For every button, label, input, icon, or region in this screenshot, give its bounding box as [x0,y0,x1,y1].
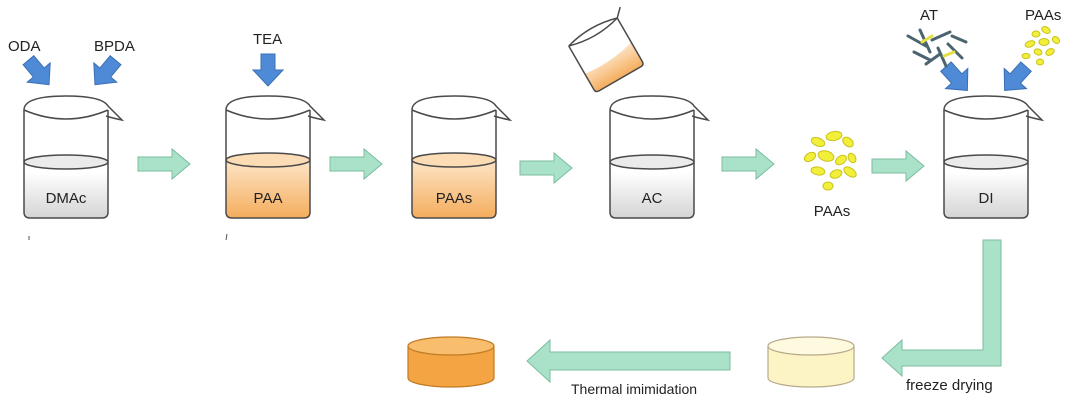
beaker-di: DI [943,95,1045,219]
reagent-arrow-bpda [83,50,128,95]
step-label-thermal-imidization: Thermal imimidation [571,381,697,397]
beaker-paa: PAA [225,95,327,219]
reagent-arrow-oda [16,50,61,95]
paas-particles-top [1021,26,1061,66]
beaker-label-di: DI [979,190,994,207]
reagent-arrow-paas [992,56,1038,101]
reagent-arrow-tea [252,53,284,87]
beaker-label-ac: AC [642,190,663,207]
process-arrow-2 [329,148,383,180]
process-arrow-4 [721,148,775,180]
reagent-label-at: AT [920,7,938,24]
beaker-dmac: DMAc [23,95,125,219]
reagent-label-paas-top: PAAs [1025,7,1061,24]
at-fibers [906,28,968,68]
beaker-label-paas: PAAs [436,190,472,207]
process-arrow-thermal-imidization [526,338,731,384]
reagent-arrow-at [934,56,980,101]
pouring-beaker [568,6,644,93]
paas-particles-label: PAAs [814,203,850,220]
reagent-label-tea: TEA [253,31,282,48]
beaker-label-paa: PAA [254,190,283,207]
process-arrow-1 [137,148,191,180]
process-arrow-3 [519,152,573,184]
step-label-freeze-drying: freeze drying [906,377,993,394]
reagent-label-bpda: BPDA [94,38,135,55]
aerogel-cylinder-dried [767,336,855,388]
paas-particles [803,130,857,191]
beaker-ac: AC [609,95,711,219]
reagent-label-oda: ODA [8,38,41,55]
aerogel-cylinder-final [407,336,495,388]
beaker-label-dmac: DMAc [46,190,87,207]
beaker-paas: PAAs [411,95,513,219]
stray-mark-2 [225,233,228,241]
process-arrow-freeze-drying [881,239,1002,378]
process-arrow-5 [871,150,925,182]
